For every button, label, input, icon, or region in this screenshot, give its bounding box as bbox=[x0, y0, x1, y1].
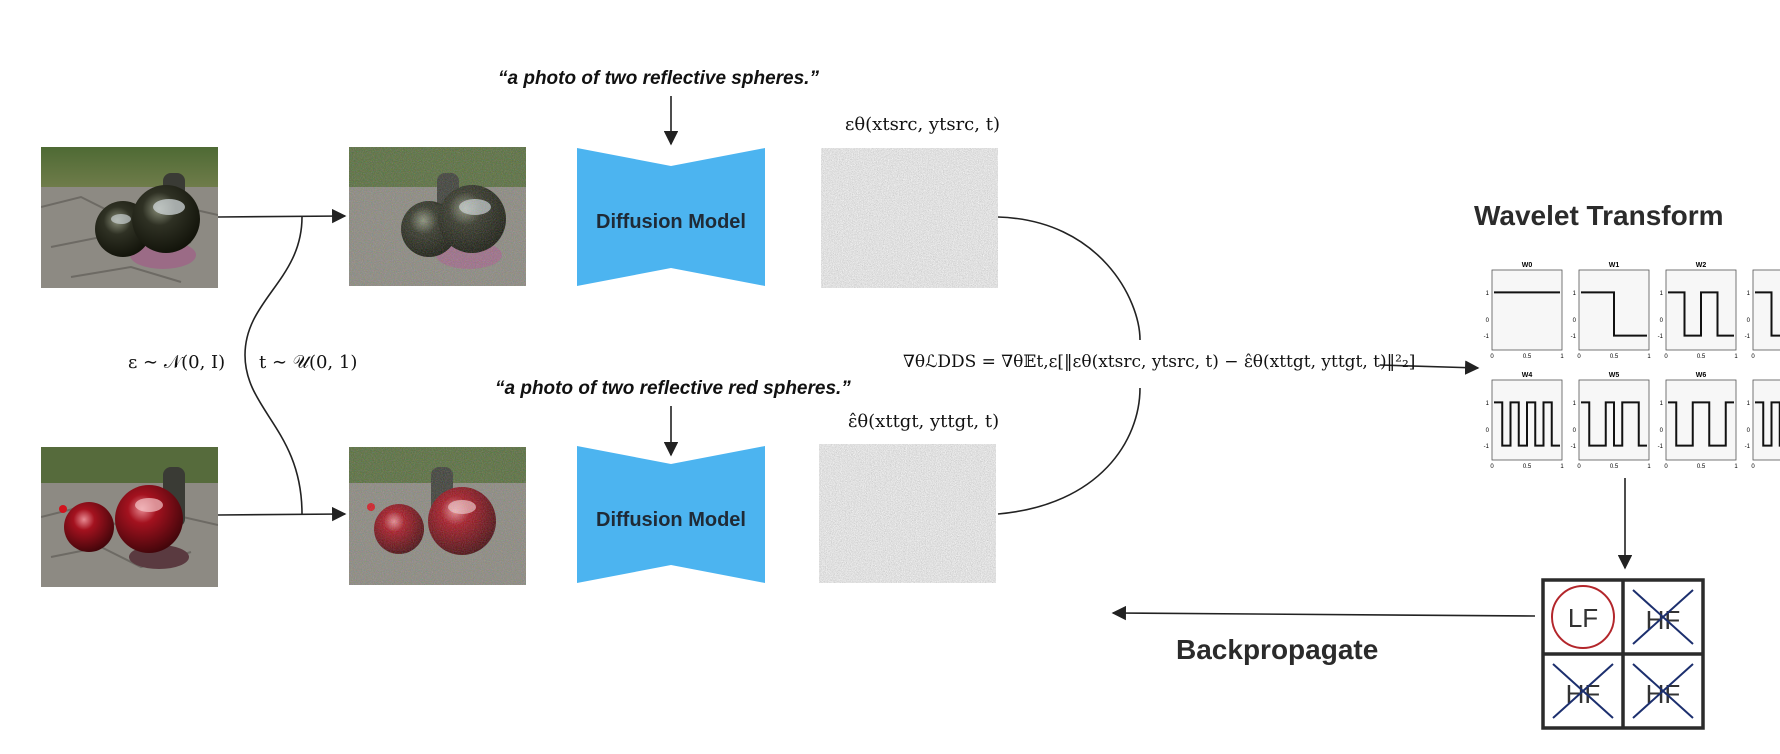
diffusion-model-bottom-shape bbox=[577, 446, 765, 583]
source-noisy-image bbox=[349, 147, 526, 286]
source-image bbox=[41, 147, 218, 288]
band-hf-3-cross-b bbox=[1632, 663, 1694, 719]
noise-output-target bbox=[819, 444, 996, 583]
wavelet-plot-title: W2 bbox=[1696, 262, 1707, 269]
wavelet-plot-title: W5 bbox=[1609, 372, 1620, 379]
wavelet-plot-frame bbox=[1752, 269, 1780, 351]
time-sample-label: t ∼ 𝒰(0, 1) bbox=[259, 352, 358, 373]
wavelet-waveform bbox=[1755, 401, 1780, 447]
wavelet-y-tick: -1 bbox=[1658, 444, 1664, 450]
wavelet-y-tick: 1 bbox=[1486, 401, 1490, 407]
band-hf-1-cross-b bbox=[1632, 589, 1694, 645]
wavelet-plot-frame bbox=[1491, 269, 1563, 351]
wavelet-y-tick: 0 bbox=[1486, 318, 1490, 324]
wavelet-y-tick: -1 bbox=[1658, 334, 1664, 340]
wavelet-y-tick: -1 bbox=[1745, 334, 1751, 340]
wavelet-x-tick: 1 bbox=[1560, 464, 1564, 470]
wavelet-y-tick: 1 bbox=[1747, 291, 1751, 297]
wavelet-y-tick: -1 bbox=[1571, 334, 1577, 340]
wavelet-x-tick: 1 bbox=[1560, 354, 1564, 360]
arrow-target-to-noisy bbox=[217, 506, 347, 522]
wavelet-y-tick: 0 bbox=[1486, 428, 1490, 434]
backpropagate-label: Backpropagate bbox=[1176, 634, 1379, 665]
band-hf-2-cross-b bbox=[1552, 663, 1614, 719]
band-cell-hf-1: HF bbox=[1646, 605, 1681, 635]
target-noisy-image bbox=[349, 447, 526, 585]
wavelet-waveform bbox=[1755, 291, 1780, 337]
noise-sample-label: ε ∼ 𝒩(0, I) bbox=[128, 352, 226, 373]
target-image bbox=[41, 447, 218, 587]
diffusion-model-bottom-label: Diffusion Model bbox=[596, 509, 746, 531]
wavelet-x-tick: 0 bbox=[1751, 464, 1755, 470]
band-cell-hf-2: HF bbox=[1566, 679, 1601, 709]
noise-output-target-label: ε̂θ(xttgt, yttgt, t) bbox=[848, 411, 1000, 432]
wavelet-y-tick: 1 bbox=[1660, 291, 1664, 297]
wavelet-y-tick: -1 bbox=[1571, 444, 1577, 450]
wavelet-x-tick: 0 bbox=[1577, 464, 1581, 470]
diffusion-model-top-label: Diffusion Model bbox=[596, 211, 746, 233]
wavelet-y-tick: 1 bbox=[1486, 291, 1490, 297]
wavelet-plot-frame bbox=[1752, 379, 1780, 461]
wavelet-x-tick: 1 bbox=[1734, 354, 1738, 360]
wavelet-x-tick: 0.5 bbox=[1523, 464, 1532, 470]
wavelet-x-tick: 0.5 bbox=[1697, 354, 1706, 360]
wavelet-x-tick: 1 bbox=[1734, 464, 1738, 470]
wavelet-plot-title: W0 bbox=[1522, 262, 1533, 269]
wavelet-plot-title: W4 bbox=[1522, 372, 1533, 379]
wavelet-x-tick: 0.5 bbox=[1697, 464, 1706, 470]
wavelet-y-tick: -1 bbox=[1745, 444, 1751, 450]
arrow-source-to-noisy bbox=[217, 208, 347, 224]
wavelet-waveform bbox=[1494, 401, 1560, 447]
loss-arc bbox=[997, 216, 1141, 515]
band-cell-hf-3: HF bbox=[1646, 679, 1681, 709]
wavelet-y-tick: 0 bbox=[1573, 428, 1577, 434]
wavelet-x-tick: 0 bbox=[1577, 354, 1581, 360]
arrow-loss-to-wavelet bbox=[1379, 360, 1480, 375]
wavelet-y-tick: -1 bbox=[1484, 334, 1490, 340]
arrow-backpropagate bbox=[1111, 605, 1536, 621]
wavelet-x-tick: 0 bbox=[1490, 354, 1494, 360]
wavelet-y-tick: 0 bbox=[1747, 428, 1751, 434]
wavelet-x-tick: 0 bbox=[1664, 354, 1668, 360]
noise-injection-curve bbox=[244, 216, 303, 515]
wavelet-x-tick: 0.5 bbox=[1523, 354, 1532, 360]
wavelet-waveform bbox=[1581, 401, 1647, 447]
band-lf-keep-circle bbox=[1551, 585, 1615, 649]
noise-output-source bbox=[821, 148, 998, 288]
wavelet-x-tick: 0.5 bbox=[1610, 354, 1619, 360]
wavelet-y-tick: 0 bbox=[1660, 318, 1664, 324]
wavelet-y-tick: 1 bbox=[1660, 401, 1664, 407]
wavelet-y-tick: 0 bbox=[1660, 428, 1664, 434]
diffusion-model-top-shape bbox=[577, 148, 765, 286]
band-grid: LF HF HF HF bbox=[1541, 578, 1705, 730]
wavelet-waveform bbox=[1581, 291, 1647, 337]
wavelet-y-tick: 1 bbox=[1573, 401, 1577, 407]
wavelet-x-tick: 0.5 bbox=[1610, 464, 1619, 470]
wavelet-plot-frame bbox=[1665, 379, 1737, 461]
wavelet-waveform bbox=[1668, 401, 1734, 447]
wavelet-plot-title: W6 bbox=[1696, 372, 1707, 379]
wavelet-plots: W010-100.51W110-100.51W210-100.51W310-10… bbox=[1484, 262, 1780, 470]
wavelet-x-tick: 0 bbox=[1664, 464, 1668, 470]
wavelet-x-tick: 1 bbox=[1647, 464, 1651, 470]
dds-loss-equation: ∇θℒDDS = ∇θ𝔼t,ε[‖εθ(xtsrc, ytsrc, t) − ε… bbox=[903, 352, 1416, 372]
wavelet-y-tick: -1 bbox=[1484, 444, 1490, 450]
wavelet-plot-title: W1 bbox=[1609, 262, 1620, 269]
wavelet-waveform bbox=[1668, 291, 1734, 337]
wavelet-x-tick: 0 bbox=[1751, 354, 1755, 360]
noise-output-source-label: εθ(xtsrc, ytsrc, t) bbox=[845, 114, 1000, 135]
wavelet-y-tick: 0 bbox=[1747, 318, 1751, 324]
prompt-target: “a photo of two reflective red spheres.” bbox=[495, 378, 851, 399]
wavelet-x-tick: 0 bbox=[1490, 464, 1494, 470]
wavelet-y-tick: 1 bbox=[1573, 291, 1577, 297]
prompt-source: “a photo of two reflective spheres.” bbox=[498, 68, 819, 89]
band-cell-lf: LF bbox=[1568, 603, 1598, 633]
wavelet-y-tick: 1 bbox=[1747, 401, 1751, 407]
wavelet-y-tick: 0 bbox=[1573, 318, 1577, 324]
wavelet-title: Wavelet Transform bbox=[1474, 200, 1724, 231]
wavelet-x-tick: 1 bbox=[1647, 354, 1651, 360]
